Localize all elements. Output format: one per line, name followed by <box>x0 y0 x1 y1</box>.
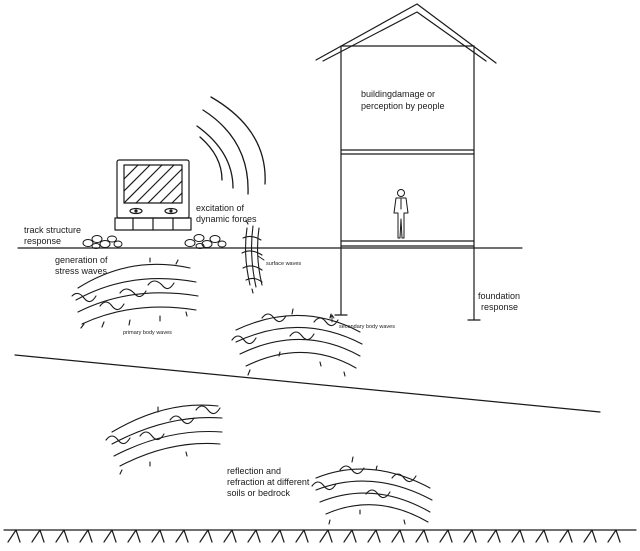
generation-label-line1: generation of <box>55 255 108 265</box>
building-label-line1: buildingdamage or <box>361 89 435 99</box>
airborne-waves <box>196 96 266 195</box>
bedrock-hatch <box>3 529 637 543</box>
primary-waves-label: primary body waves <box>123 330 172 336</box>
soil-layer-boundary <box>14 354 601 413</box>
person-figure <box>393 189 409 239</box>
train-window <box>123 164 183 204</box>
generation-label-line2: stress waves <box>55 266 108 276</box>
foundation-label-line1: foundation <box>478 291 520 301</box>
reflection-label-line1: reflection and <box>227 466 281 476</box>
secondary-wave-bundle <box>231 308 363 377</box>
bedrock-hatch-marks <box>7 529 621 543</box>
reflected-wave-bundle-right <box>311 456 433 525</box>
excitation-label-line1: excitation of <box>196 203 245 213</box>
label-pointers <box>257 255 335 323</box>
track-label-line2: response <box>24 236 61 246</box>
reflected-wave-bundle-left <box>105 404 223 475</box>
primary-wave-bundle <box>71 257 199 329</box>
excitation-label-line2: dynamic forces <box>196 214 257 224</box>
building-roof <box>315 3 497 64</box>
ballast-stones <box>82 234 227 249</box>
building-label-line2: perception by people <box>361 101 445 111</box>
building <box>315 3 497 321</box>
reflection-label-line3: soils or bedrock <box>227 488 291 498</box>
foundation-label-line2: response <box>481 302 518 312</box>
train-vehicle <box>114 159 192 231</box>
track-label-line1: track structure <box>24 225 81 235</box>
surface-waves-label: surface waves <box>266 261 301 267</box>
reflection-label-line2: refraction at different <box>227 477 310 487</box>
secondary-waves-label: secondary body waves <box>339 324 395 330</box>
